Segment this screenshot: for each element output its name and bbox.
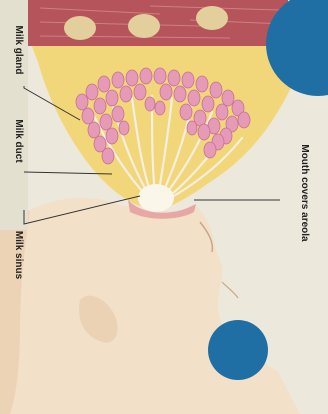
label-milk-gland: Milk gland <box>13 25 23 75</box>
decorative-circle-bottom <box>208 320 268 380</box>
milk-sinus <box>138 184 174 212</box>
rib <box>128 14 160 38</box>
label-milk-sinus: Milk sinus <box>13 230 23 280</box>
rib <box>196 6 228 30</box>
label-mouth-covers-areola: Mouth covers areola <box>299 138 309 248</box>
label-milk-duct: Milk duct <box>13 118 23 164</box>
rib <box>64 16 96 40</box>
